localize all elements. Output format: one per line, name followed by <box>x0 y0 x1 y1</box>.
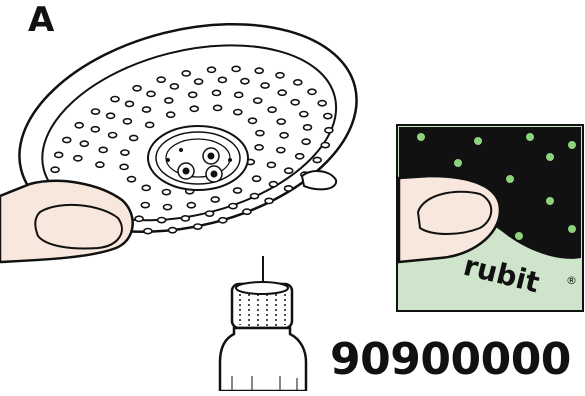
nozzle-hole <box>169 228 177 233</box>
center-hub <box>148 126 248 190</box>
nozzle-hole <box>167 112 175 117</box>
nozzle-hole <box>55 152 63 157</box>
nozzle-hole <box>269 182 277 187</box>
nozzle-hole <box>321 143 329 148</box>
nozzle-hole <box>170 84 178 89</box>
nozzle-hole <box>147 91 155 96</box>
nozzle-hole <box>141 203 149 208</box>
nozzle-hole <box>92 109 100 114</box>
nozzle-hole <box>63 137 71 142</box>
nozzle-hole <box>111 97 119 102</box>
nozzle-hole <box>218 77 226 82</box>
nozzle-hole <box>277 119 285 124</box>
nozzle-hole <box>308 89 316 94</box>
cleaning-bottle-icon <box>220 256 306 391</box>
rubit-inset-icon: rubit ® <box>397 125 583 311</box>
nozzle-hole <box>187 203 195 208</box>
nozzle-hole <box>235 92 243 97</box>
nozzle-hole <box>128 177 136 182</box>
nozzle-hole <box>285 186 293 191</box>
nozzle-hole <box>208 67 216 72</box>
nozzle-hole <box>158 218 166 223</box>
nozzle-hole <box>96 162 104 167</box>
nozzle-hole <box>276 73 284 78</box>
nozzle-hole <box>304 125 312 130</box>
nozzle-hole <box>182 71 190 76</box>
nozzle-hole <box>164 205 172 210</box>
nozzle-hole <box>285 168 293 173</box>
nozzle-hole <box>75 123 83 128</box>
nozzle-hole <box>243 209 251 214</box>
nozzle-hole <box>165 98 173 103</box>
nozzle-hole <box>325 128 333 133</box>
nozzle-hole <box>143 107 151 112</box>
nozzle-hole <box>302 139 310 144</box>
nozzle-hole <box>267 162 275 167</box>
nozzle-hole <box>107 113 115 118</box>
part-number: 90900000 <box>330 336 571 384</box>
nozzle-hole <box>254 98 262 103</box>
finger-icon <box>0 181 133 262</box>
nozzle-hole <box>241 79 249 84</box>
nozzle-hole <box>280 133 288 138</box>
nozzle-hole <box>296 154 304 159</box>
nozzle-hole <box>211 197 219 202</box>
nozzle-hole <box>91 127 99 132</box>
nozzle-hole <box>265 198 273 203</box>
nozzle-hole <box>133 86 141 91</box>
nozzle-hole <box>251 194 259 199</box>
nozzle-hole <box>135 216 143 221</box>
nozzle-hole <box>190 106 198 111</box>
nozzle-hole <box>294 80 302 85</box>
nozzle-hole <box>253 176 261 181</box>
nozzle-hole <box>99 147 107 152</box>
nozzle-hole <box>162 190 170 195</box>
nozzle-hole <box>142 185 150 190</box>
nozzle-hole <box>195 79 203 84</box>
nozzle-hole <box>318 101 326 106</box>
nozzle-hole <box>144 229 152 234</box>
nozzle-hole <box>278 90 286 95</box>
step-label: A <box>28 2 54 38</box>
nozzle-hole <box>255 145 263 150</box>
nozzle-hole <box>234 110 242 115</box>
brand-registered-mark: ® <box>566 274 577 287</box>
nozzle-hole <box>324 114 332 119</box>
nozzle-hole <box>291 100 299 105</box>
nozzle-hole <box>181 216 189 221</box>
nozzle-hole <box>123 119 131 124</box>
lever-tab <box>302 171 336 189</box>
nozzle-hole <box>130 135 138 140</box>
nozzle-hole <box>121 150 129 155</box>
nozzle-hole <box>194 224 202 229</box>
nozzle-hole <box>214 105 222 110</box>
nozzle-hole <box>277 148 285 153</box>
nozzle-hole <box>234 188 242 193</box>
nozzle-hole <box>120 164 128 169</box>
nozzle-hole <box>229 204 237 209</box>
nozzle-hole <box>219 218 227 223</box>
nozzle-hole <box>261 83 269 88</box>
nozzle-hole <box>189 92 197 97</box>
nozzle-hole <box>80 141 88 146</box>
nozzle-hole <box>213 90 221 95</box>
nozzle-hole <box>268 107 276 112</box>
nozzle-hole <box>255 68 263 73</box>
nozzle-hole <box>109 133 117 138</box>
nozzle-hole <box>256 131 264 136</box>
nozzle-hole <box>300 112 308 117</box>
nozzle-hole <box>126 101 134 106</box>
nozzle-hole <box>146 122 154 127</box>
nozzle-hole <box>232 66 240 71</box>
nozzle-hole <box>206 211 214 216</box>
nozzle-hole <box>249 118 257 123</box>
nozzle-hole <box>157 77 165 82</box>
nozzle-hole <box>313 157 321 162</box>
nozzle-hole <box>51 167 59 172</box>
nozzle-hole <box>74 156 82 161</box>
